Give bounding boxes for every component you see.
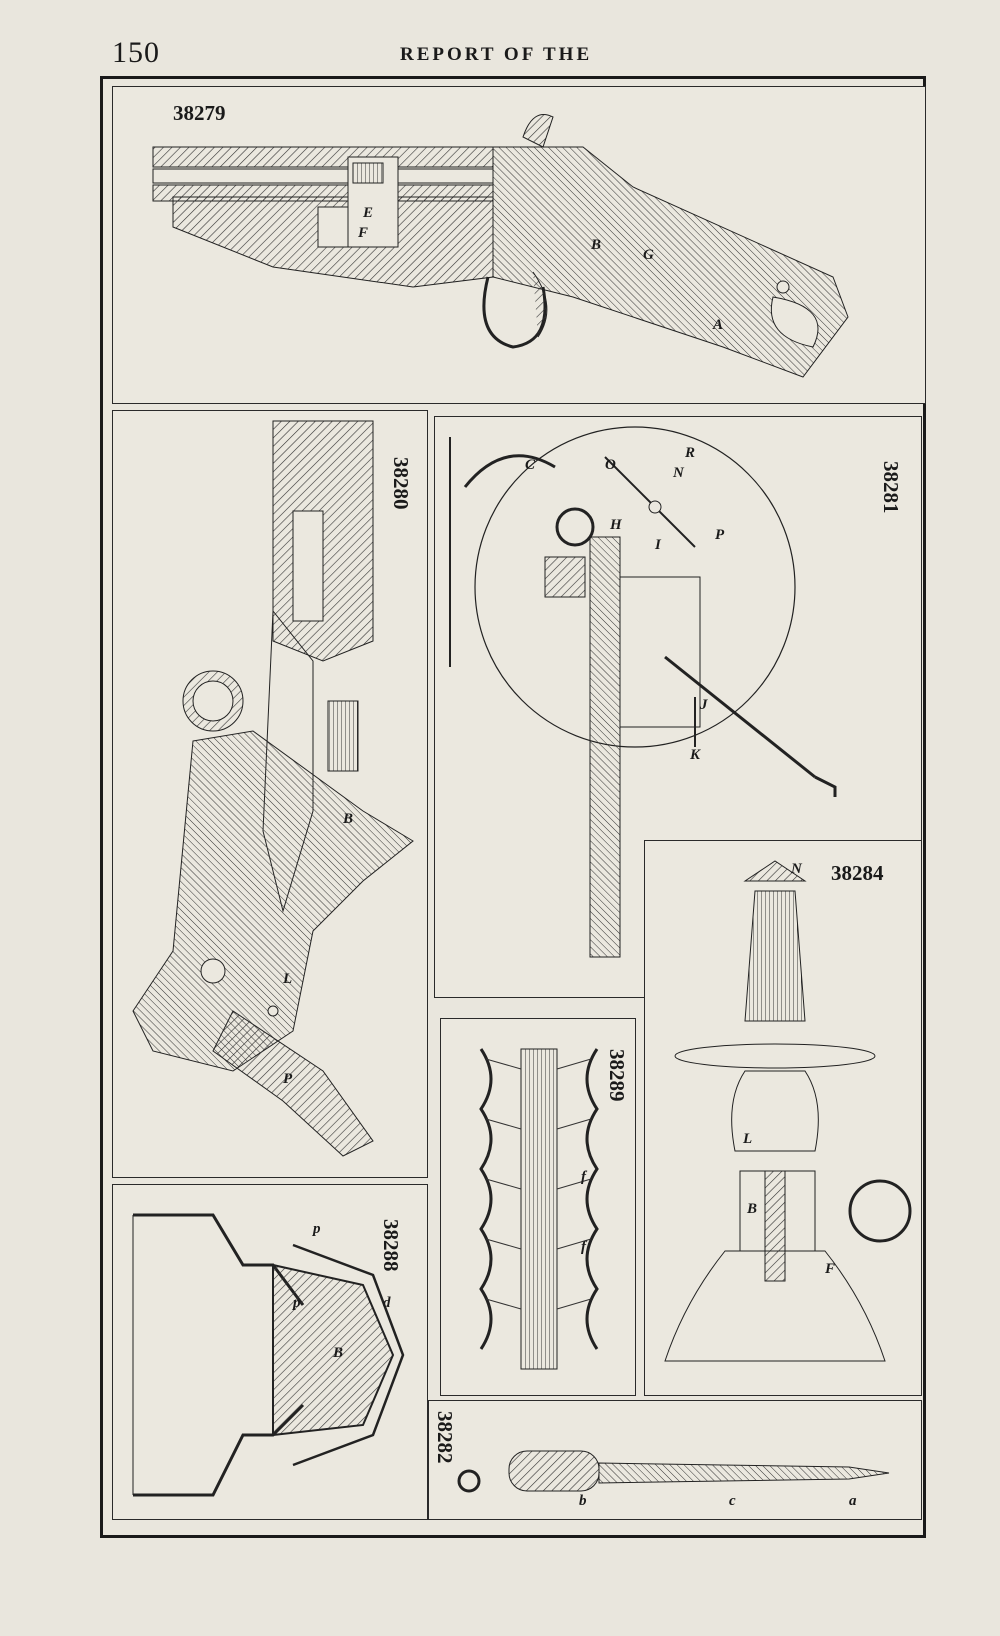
label-R: R xyxy=(685,445,696,461)
label-A: A xyxy=(713,317,724,333)
label-p: p xyxy=(313,1221,321,1237)
figure-38279-panel: 38279 E F B G A xyxy=(112,86,926,404)
page-number: 150 xyxy=(112,36,160,69)
figure-38284-number: 38284 xyxy=(831,861,884,885)
revolver-drawing xyxy=(152,114,849,378)
rifle-breech-drawing xyxy=(132,420,414,1157)
label-G: G xyxy=(643,247,654,263)
label-P: P xyxy=(715,527,725,543)
label-a: a xyxy=(849,1493,857,1509)
plate-frame xyxy=(100,76,926,1538)
cap-drawing xyxy=(132,1213,405,1497)
label-C: C xyxy=(525,457,536,473)
label-P: P xyxy=(283,1071,293,1087)
label-O: O xyxy=(605,457,616,473)
label-L: L xyxy=(743,1131,753,1147)
lever-mechanism-drawing xyxy=(449,426,837,958)
figure-38288-panel: 38288 p p d B xyxy=(112,1184,428,1520)
label-L: L xyxy=(283,971,293,987)
figure-38280-panel: 38280 B L P xyxy=(112,410,428,1178)
spiral-brush-drawing xyxy=(479,1048,599,1370)
label-c: c xyxy=(729,1493,736,1509)
figure-38282-panel: 38282 b c a xyxy=(428,1400,922,1520)
label-I: I xyxy=(655,537,661,553)
label-J: J xyxy=(700,697,708,713)
label-B: B xyxy=(343,811,354,827)
label-d: d xyxy=(383,1295,391,1311)
label-N: N xyxy=(673,465,684,481)
figure-38279-number: 38279 xyxy=(173,101,226,125)
label-B: B xyxy=(333,1345,344,1361)
running-head: REPORT OF THE xyxy=(400,44,593,65)
label-E: E xyxy=(363,205,374,221)
label-B: B xyxy=(591,237,602,253)
label-p: p xyxy=(293,1295,301,1311)
figure-38289-panel: 38289 f f xyxy=(440,1018,636,1396)
label-F: F xyxy=(825,1261,836,1277)
figure-38284-panel: 38284 N L B F xyxy=(644,840,922,1396)
label-f: f xyxy=(581,1169,586,1185)
lamp-drawing xyxy=(664,860,912,1362)
label-F: F xyxy=(358,225,369,241)
label-b: b xyxy=(579,1493,587,1509)
awl-drawing xyxy=(457,1450,890,1493)
label-H: H xyxy=(610,517,622,533)
label-B: B xyxy=(747,1201,758,1217)
label-N: N xyxy=(791,861,802,877)
label-K: K xyxy=(690,747,701,763)
label-f: f xyxy=(581,1239,586,1255)
